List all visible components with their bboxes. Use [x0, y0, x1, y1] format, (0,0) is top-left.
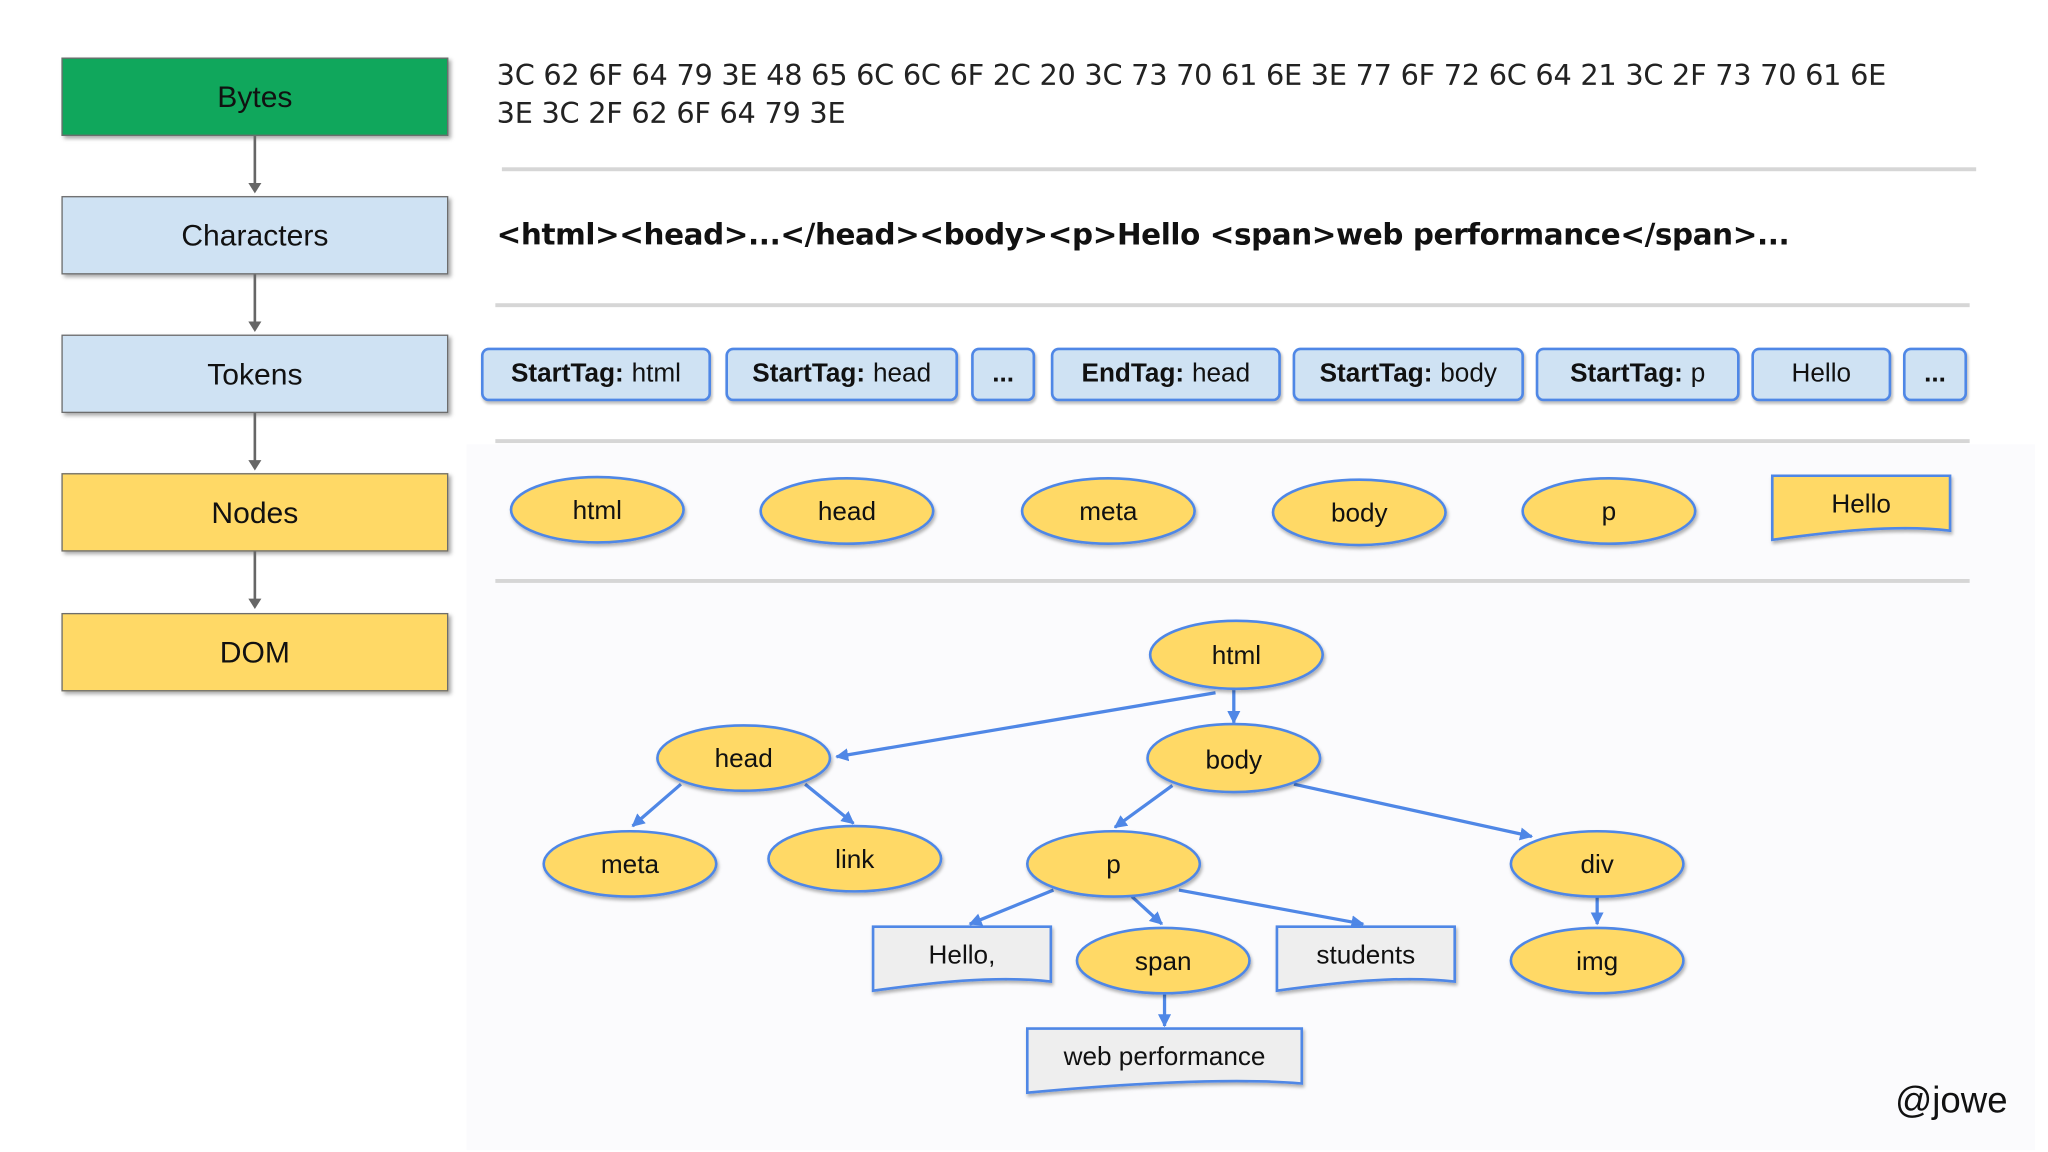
node-text-hello-label: Hello: [1831, 488, 1891, 518]
pipeline-connector-4: [253, 551, 257, 602]
node-head: [759, 477, 935, 546]
node-meta-label: meta: [1079, 496, 1138, 526]
stage-bytes-label: Bytes: [217, 79, 293, 114]
stage-nodes: Nodes: [61, 473, 449, 552]
stage-dom: DOM: [61, 612, 449, 692]
dom-node-meta-label: meta: [601, 849, 660, 879]
node-html-label: html: [573, 495, 622, 525]
token-kind: EndTag:: [1081, 359, 1185, 389]
separator-4: [495, 579, 1970, 583]
dom-node-body-label: body: [1205, 745, 1263, 775]
dom-node-body: [1146, 722, 1322, 794]
token-kind: StartTag:: [510, 359, 624, 389]
dom-node-img-label: img: [1576, 946, 1618, 976]
node-p-label: p: [1602, 496, 1617, 526]
author-watermark: @jowe: [1895, 1079, 2008, 1121]
stage-characters: Characters: [61, 196, 449, 275]
characters-text: <html><head>...</head><body><p>Hello <sp…: [496, 218, 1790, 253]
edge-body-p: [1113, 784, 1174, 829]
dom-node-head-label: head: [715, 743, 773, 773]
node-head-label: head: [818, 496, 876, 526]
token-text-hello: Hello: [1751, 347, 1892, 402]
token-kind: StartTag:: [1570, 359, 1683, 389]
separator-1: [501, 167, 1977, 172]
token-ellipsis-2: ...: [1902, 347, 1968, 402]
token-value: ...: [1924, 359, 1946, 389]
pipeline-arrow-2: [248, 321, 262, 332]
dom-node-shapes: [542, 619, 1685, 1095]
dom-node-link: [767, 824, 943, 893]
dom-node-p: [1025, 829, 1202, 898]
stage-bytes: Bytes: [61, 57, 449, 136]
edge-p-hello: [968, 888, 1055, 926]
dom-node-head: [656, 724, 832, 793]
separator-3: [495, 439, 1970, 444]
edge-p-students: [1178, 888, 1365, 929]
dom-node-html: [1148, 619, 1324, 691]
token-kind: StartTag:: [752, 359, 866, 389]
dom-node-div-label: div: [1580, 849, 1613, 879]
dom-node-img: [1509, 926, 1685, 995]
pipeline-connector-1: [253, 135, 257, 186]
node-p: [1521, 477, 1697, 546]
token-value: p: [1690, 359, 1706, 389]
dom-text-web-performance: [1025, 1027, 1304, 1095]
separator-2: [495, 303, 1970, 308]
dom-node-meta: [542, 829, 718, 898]
stage-tokens: Tokens: [61, 334, 449, 414]
dom-node-link-label: link: [835, 844, 875, 874]
token-value: html: [631, 359, 682, 389]
stage-characters-label: Characters: [181, 217, 329, 252]
node-body: [1271, 478, 1447, 547]
dom-node-p-label: p: [1106, 849, 1121, 879]
dom-edges: [631, 690, 1604, 1028]
bytes-hex-text: 3C 62 6F 64 79 3E 48 65 6C 6C 6F 2C 20 3…: [496, 60, 1887, 131]
node-meta: [1020, 477, 1196, 546]
token-value: Hello: [1791, 359, 1852, 389]
token-starttag-p: StartTag:p: [1535, 347, 1740, 402]
edge-html-head: [835, 691, 1216, 762]
dom-node-span-label: span: [1135, 946, 1192, 976]
node-html: [509, 475, 685, 544]
dom-node-span: [1075, 926, 1251, 995]
token-starttag-body: StartTag:body: [1292, 347, 1524, 402]
dom-text-students-label: students: [1316, 939, 1415, 969]
edge-head-link: [804, 782, 855, 825]
dom-text-students: [1275, 925, 1456, 993]
token-ellipsis-1: ...: [971, 347, 1036, 402]
stage-tokens-label: Tokens: [207, 356, 303, 391]
token-kind: StartTag:: [1319, 359, 1433, 389]
token-value: body: [1440, 359, 1497, 389]
pipeline-arrow-3: [248, 460, 262, 471]
dom-text-hello: [871, 925, 1053, 993]
dom-text-web-performance-label: web performance: [1063, 1041, 1266, 1071]
token-value: head: [1191, 359, 1251, 389]
dom-node-div: [1509, 829, 1685, 898]
node-body-label: body: [1331, 497, 1389, 527]
node-text-hello: [1770, 474, 1952, 542]
edge-p-span: [1130, 895, 1164, 926]
token-value: ...: [992, 359, 1015, 389]
pipeline-arrow-4: [248, 598, 262, 610]
token-value: head: [872, 359, 932, 389]
stage-nodes-label: Nodes: [211, 494, 299, 529]
dom-node-html-label: html: [1212, 640, 1261, 670]
dom-text-hello-label: Hello,: [929, 939, 996, 969]
token-starttag-html: StartTag:html: [480, 347, 712, 402]
pipeline-connector-3: [253, 413, 257, 463]
pipeline-arrow-1: [248, 182, 262, 194]
edge-body-div: [1293, 782, 1534, 841]
pipeline-connector-2: [253, 274, 257, 325]
stage-dom-label: DOM: [219, 634, 290, 669]
token-endtag-head: EndTag:head: [1050, 347, 1281, 402]
edge-head-meta: [631, 782, 683, 828]
token-starttag-head: StartTag:head: [725, 347, 959, 402]
